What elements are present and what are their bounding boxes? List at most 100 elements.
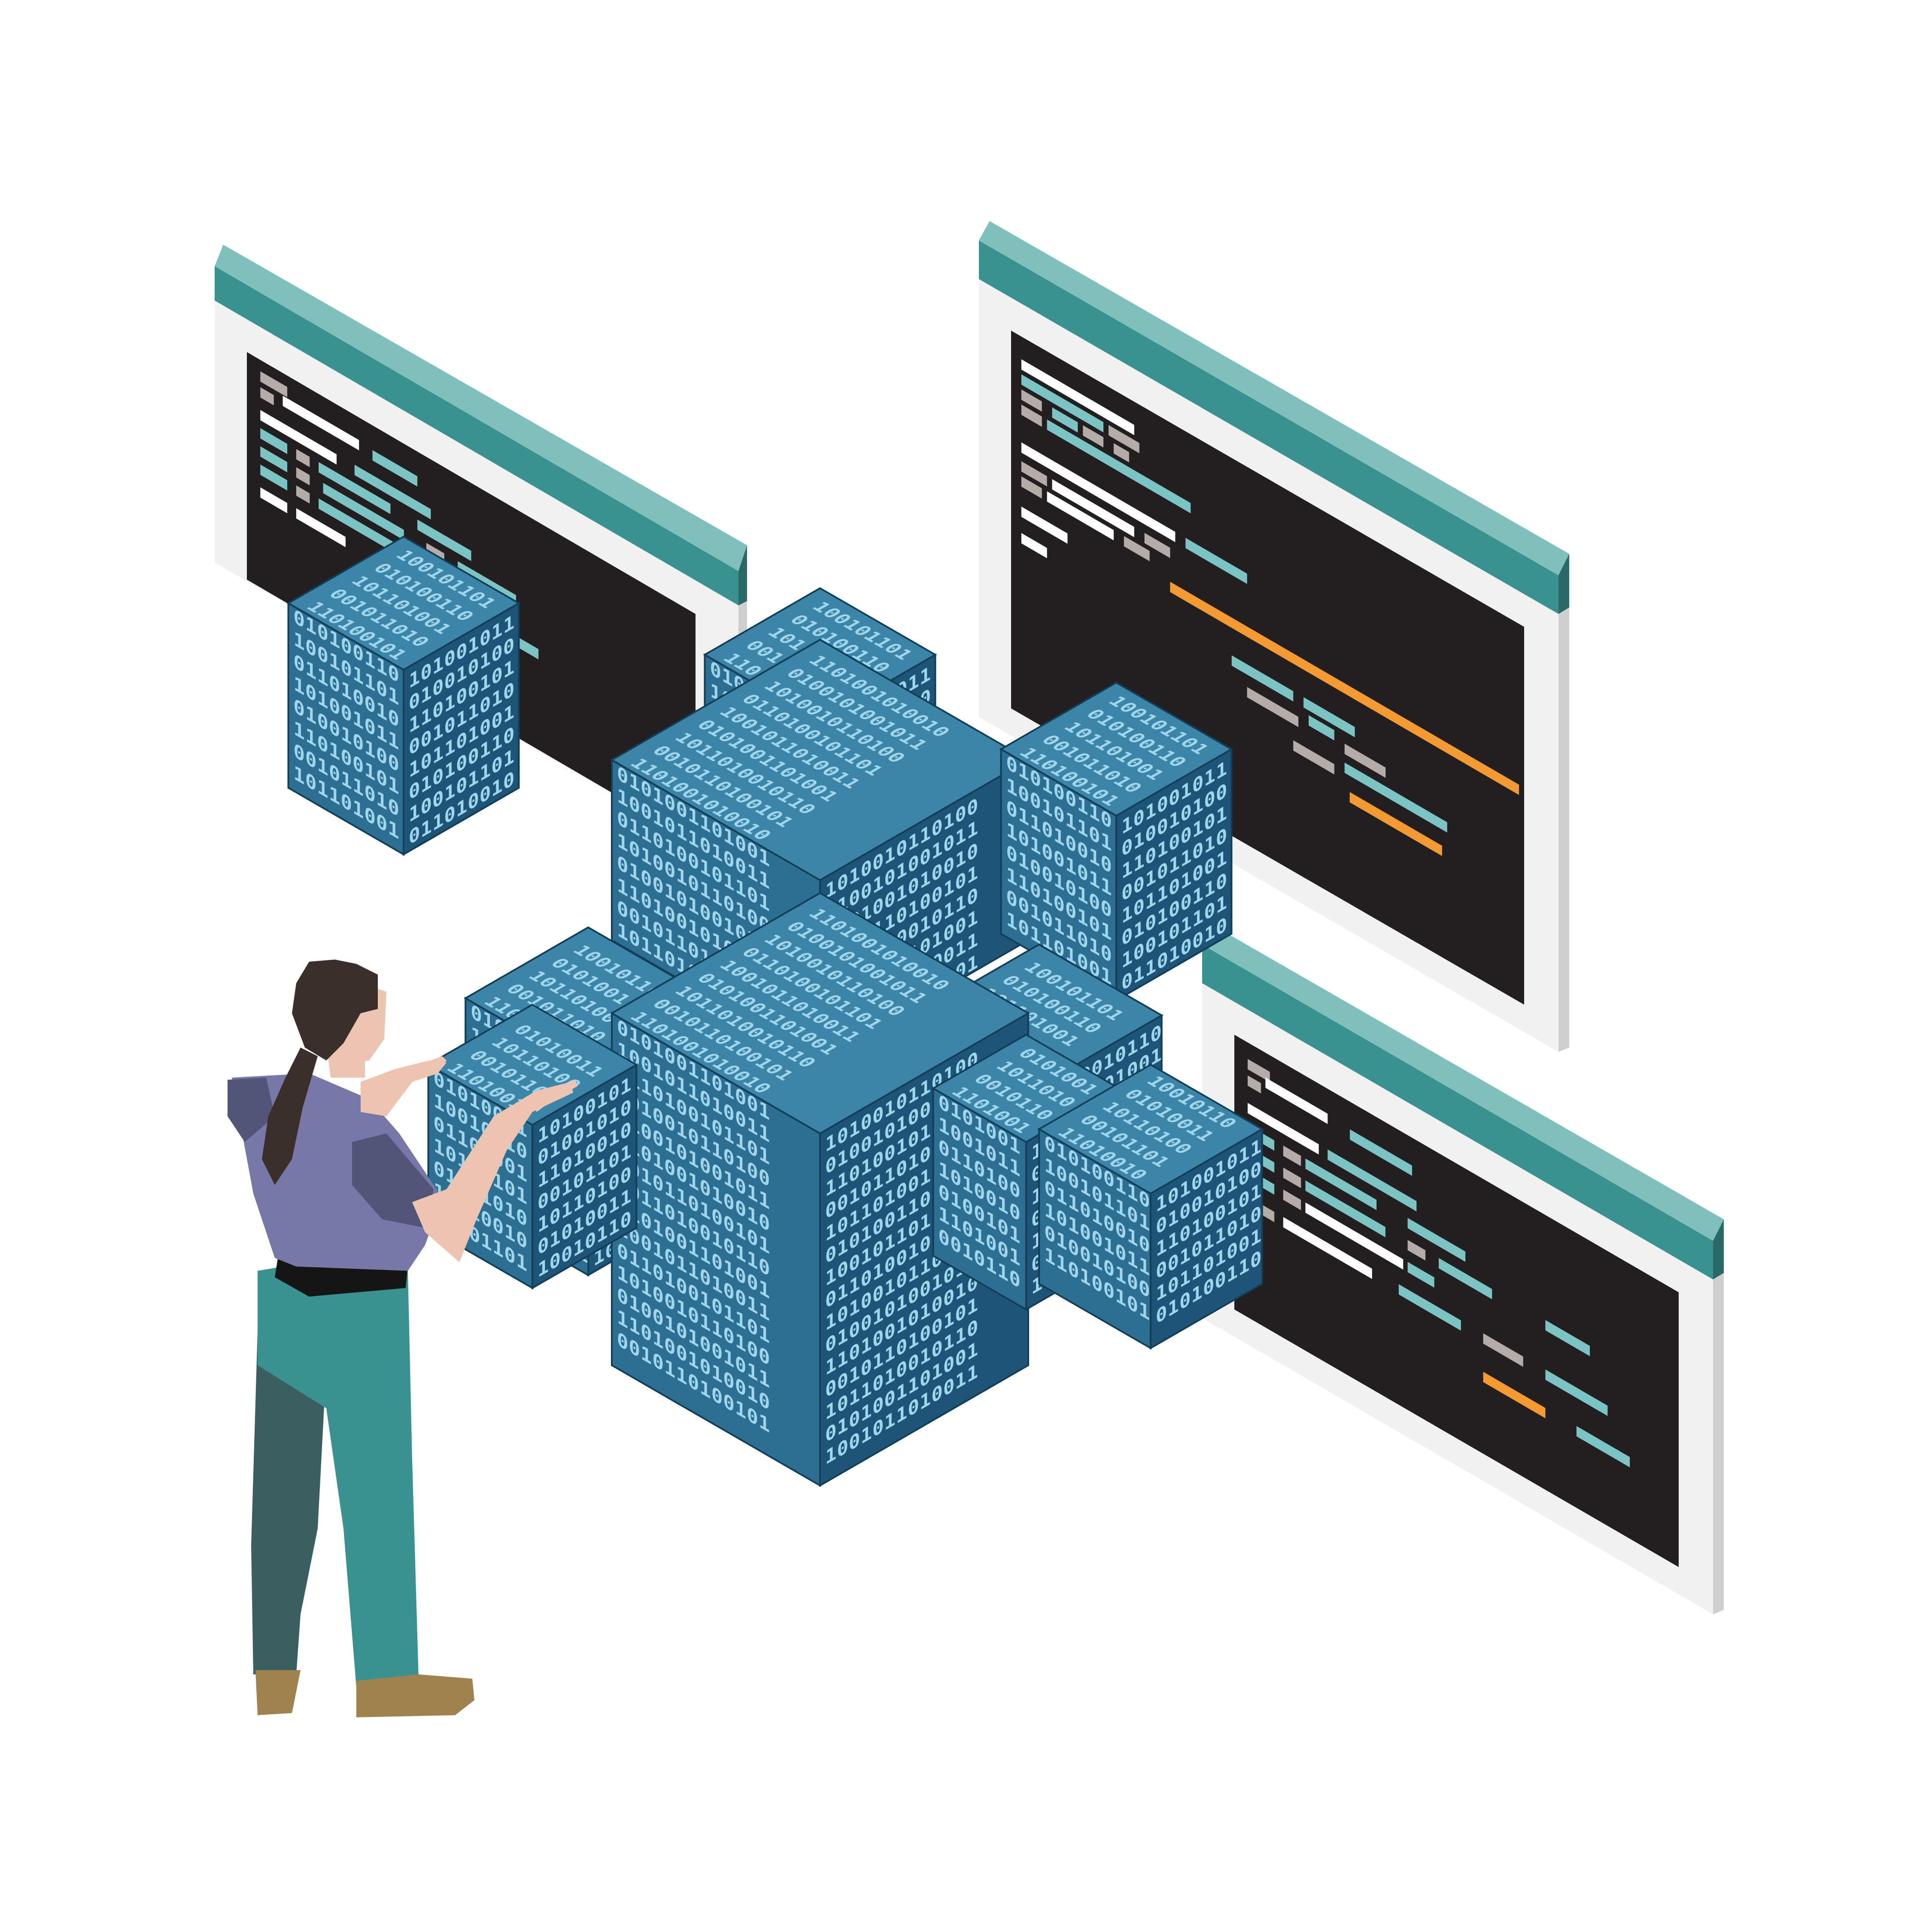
code-line bbox=[1185, 538, 1247, 584]
code-line bbox=[1305, 1158, 1377, 1210]
code-line bbox=[1305, 1180, 1385, 1237]
code-lines bbox=[1021, 359, 1519, 856]
person-sleeve-back bbox=[228, 1078, 275, 1142]
code-line bbox=[1083, 425, 1104, 448]
code-line bbox=[1247, 687, 1299, 727]
code-line bbox=[1283, 1145, 1301, 1166]
person-pointing-hand bbox=[528, 1080, 577, 1112]
code-line bbox=[1052, 479, 1134, 538]
code-line bbox=[1350, 1129, 1412, 1176]
code-line bbox=[1293, 740, 1334, 775]
code-line bbox=[1283, 1217, 1372, 1279]
person-back-shoe bbox=[255, 1670, 301, 1715]
code-line bbox=[1021, 404, 1042, 427]
code-line bbox=[417, 519, 471, 561]
cube-top-face bbox=[999, 681, 1233, 817]
code-line bbox=[283, 395, 359, 450]
code-line bbox=[296, 449, 310, 468]
code-line bbox=[260, 465, 288, 491]
window-title-bar bbox=[1202, 945, 1713, 1279]
code-line bbox=[1398, 1284, 1461, 1331]
person-front-arm bbox=[412, 1082, 573, 1262]
code-line bbox=[1124, 536, 1150, 562]
person-icon bbox=[228, 960, 577, 1717]
code-line bbox=[1265, 1077, 1328, 1124]
code-line bbox=[354, 465, 431, 519]
code-line bbox=[1283, 1167, 1301, 1188]
code-line bbox=[1021, 389, 1042, 412]
code-line bbox=[260, 410, 337, 465]
code-line bbox=[1047, 419, 1191, 513]
window-title-bar-side bbox=[1713, 1219, 1724, 1279]
cube-top-face bbox=[1037, 1063, 1264, 1195]
person-front-shoe bbox=[356, 1674, 474, 1717]
code-line bbox=[1248, 1059, 1270, 1082]
code-line bbox=[1248, 1075, 1261, 1094]
code-line bbox=[1303, 697, 1355, 738]
person-hair bbox=[292, 960, 378, 1060]
code-line bbox=[1170, 582, 1519, 795]
code-line bbox=[296, 508, 346, 547]
code-line bbox=[1483, 1333, 1523, 1367]
window-title-bar bbox=[979, 240, 1558, 614]
code-line bbox=[260, 487, 288, 513]
code-line bbox=[1407, 1218, 1466, 1262]
data-cube-cluster: 0101001101001011010110100101010010111010… bbox=[286, 535, 1264, 1487]
person-back-arm bbox=[361, 1060, 447, 1116]
code-line bbox=[260, 446, 288, 473]
window-frame-side bbox=[1558, 608, 1569, 1052]
code-line bbox=[1305, 1202, 1403, 1270]
person-front-leg bbox=[258, 1267, 419, 1687]
data-cube-icon: 0101001101001011010110100101010010110100… bbox=[286, 535, 521, 856]
window-title-bar-top bbox=[1202, 925, 1724, 1241]
code-line bbox=[1021, 476, 1042, 499]
code-line bbox=[260, 371, 288, 398]
code-line bbox=[319, 498, 400, 556]
code-line bbox=[1327, 1149, 1417, 1212]
code-line bbox=[1047, 491, 1114, 541]
code-line bbox=[1021, 374, 1104, 433]
window-title-bar bbox=[215, 266, 738, 605]
code-line bbox=[1021, 506, 1068, 544]
code-line bbox=[1283, 1189, 1301, 1210]
code-line bbox=[372, 450, 418, 487]
window-frame-side bbox=[1713, 1273, 1724, 1614]
code-line bbox=[1021, 461, 1047, 487]
window-title-bar-top bbox=[215, 245, 747, 571]
data-cube-icon: 0101001101001100101101001101101001011011… bbox=[610, 892, 1030, 1487]
cube-top-face bbox=[610, 892, 1030, 1135]
code-line bbox=[260, 428, 288, 454]
code-line bbox=[1109, 425, 1139, 453]
code-line bbox=[1114, 443, 1129, 463]
code-line bbox=[1407, 1239, 1426, 1261]
code-line bbox=[1021, 442, 1176, 542]
code-line bbox=[1248, 1103, 1319, 1155]
code-line bbox=[296, 485, 310, 504]
cube-top-face bbox=[610, 638, 1030, 881]
code-line bbox=[1576, 1426, 1630, 1467]
window-title-bar-side bbox=[738, 545, 747, 605]
person-back-leg bbox=[251, 1331, 326, 1674]
code-line bbox=[1483, 1372, 1546, 1419]
code-line bbox=[1349, 792, 1442, 856]
code-lines bbox=[1248, 1059, 1630, 1467]
cube-top-face bbox=[286, 535, 521, 671]
code-line bbox=[323, 483, 404, 541]
code-window-top-right bbox=[979, 221, 1569, 1052]
code-line bbox=[1545, 1320, 1590, 1356]
code-line bbox=[1309, 715, 1334, 741]
code-line bbox=[1021, 533, 1047, 559]
code-line bbox=[1144, 533, 1170, 558]
code-line bbox=[1439, 1258, 1492, 1300]
person-left-hand bbox=[425, 1056, 447, 1073]
code-line bbox=[1407, 1262, 1434, 1288]
window-title-bar-side bbox=[1558, 554, 1569, 614]
code-line bbox=[1344, 762, 1447, 833]
code-line bbox=[1231, 655, 1294, 702]
code-line bbox=[1052, 407, 1078, 433]
window-title-bar-top bbox=[979, 221, 1569, 575]
code-screen bbox=[1011, 331, 1524, 1005]
code-line bbox=[1344, 744, 1386, 778]
code-window-bottom-right bbox=[1202, 925, 1724, 1614]
